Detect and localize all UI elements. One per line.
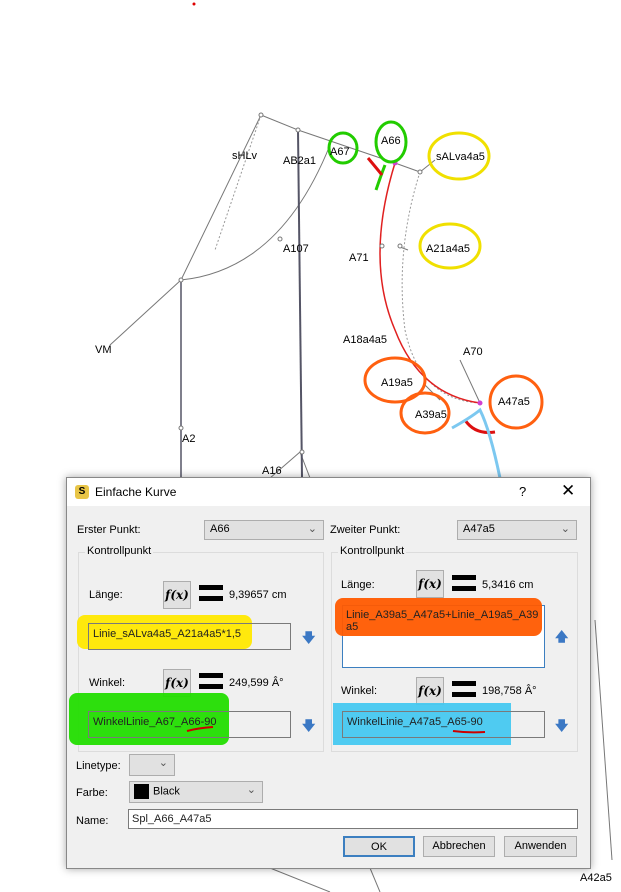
second-point-value: A47a5 bbox=[463, 523, 495, 535]
point-label: A70 bbox=[463, 346, 483, 358]
group-title: Kontrollpunkt bbox=[85, 545, 154, 557]
equals-icon bbox=[199, 673, 223, 689]
close-button[interactable]: ✕ bbox=[561, 481, 576, 500]
point-label: A67 bbox=[330, 146, 350, 158]
color-label: Farbe: bbox=[76, 787, 108, 799]
equals-icon bbox=[452, 575, 476, 591]
first-point-select[interactable]: A66 ⌄ bbox=[204, 520, 324, 540]
point-label: A18a4a5 bbox=[343, 334, 388, 346]
simple-curve-dialog: S Einfache Kurve ? ✕ Erster Punkt: A66⌄ … bbox=[66, 477, 591, 869]
equals-icon bbox=[452, 681, 476, 697]
first-point-value: A66 bbox=[210, 523, 230, 535]
app-logo-icon: S bbox=[75, 485, 89, 499]
chevron-down-icon: ⌄ bbox=[158, 757, 168, 769]
length-formula-wizard-button[interactable]: f(x) bbox=[416, 570, 444, 598]
point-label: A2 bbox=[182, 433, 196, 445]
point-label: sALva4a5 bbox=[436, 151, 485, 163]
color-value: Black bbox=[153, 785, 180, 798]
point-label: sHLv bbox=[232, 150, 258, 162]
point-label: A66 bbox=[381, 135, 401, 147]
dialog-titlebar: S Einfache Kurve ? ✕ bbox=[67, 478, 590, 506]
point-label: A71 bbox=[349, 252, 369, 264]
chevron-down-icon: ⌄ bbox=[307, 523, 317, 535]
point-label: A47a5 bbox=[498, 396, 530, 408]
expand-arrow-down-icon[interactable]: 🡇 bbox=[302, 718, 316, 733]
point-label: A19a5 bbox=[381, 377, 413, 389]
help-button[interactable]: ? bbox=[519, 484, 527, 499]
length-formula-wizard-button[interactable]: f(x) bbox=[163, 581, 191, 609]
expand-arrow-down-icon[interactable]: 🡇 bbox=[302, 630, 316, 645]
length-formula-input[interactable]: Linie_sALva4a5_A21a4a5*1,5 bbox=[88, 623, 291, 650]
chevron-down-icon: ⌄ bbox=[560, 523, 570, 535]
length-label: Länge: bbox=[341, 579, 375, 591]
right-control-point-group: Kontrollpunkt Länge: f(x) 5,3416 cm Lini… bbox=[331, 545, 578, 752]
angle-formula-wizard-button[interactable]: f(x) bbox=[416, 677, 444, 705]
length-formula-text: Linie_A39a5_A47a5+Linie_A19a5_A39a5 bbox=[346, 609, 539, 633]
group-title: Kontrollpunkt bbox=[338, 545, 407, 557]
point-label: VM bbox=[95, 344, 112, 356]
point-label: A21a4a5 bbox=[426, 243, 471, 255]
length-label: Länge: bbox=[89, 589, 123, 601]
name-input[interactable]: Spl_A66_A47a5 bbox=[128, 809, 578, 829]
point-label: A16 bbox=[262, 465, 282, 477]
angle-formula-wizard-button[interactable]: f(x) bbox=[163, 669, 191, 697]
collapse-arrow-up-icon[interactable]: 🡅 bbox=[555, 629, 569, 644]
length-value: 9,39657 cm bbox=[229, 589, 287, 601]
first-point-label: Erster Punkt: bbox=[77, 524, 141, 536]
angle-value: 249,599 Â° bbox=[229, 677, 284, 689]
color-swatch bbox=[134, 784, 149, 799]
angle-value: 198,758 Â° bbox=[482, 685, 537, 697]
second-point-label: Zweiter Punkt: bbox=[330, 524, 401, 536]
angle-label: Winkel: bbox=[341, 685, 378, 697]
dialog-title: Einfache Kurve bbox=[95, 485, 177, 499]
ok-button[interactable]: OK bbox=[343, 836, 415, 857]
apply-button[interactable]: Anwenden bbox=[504, 836, 577, 857]
second-point-select[interactable]: A47a5 ⌄ bbox=[457, 520, 577, 540]
linetype-label: Linetype: bbox=[76, 760, 121, 772]
point-label: A107 bbox=[283, 243, 309, 255]
cancel-button[interactable]: Abbrechen bbox=[423, 836, 495, 857]
angle-label: Winkel: bbox=[89, 677, 126, 689]
point-label: A39a5 bbox=[415, 409, 447, 421]
point-label: AB2a1 bbox=[283, 155, 317, 167]
chevron-down-icon: ⌄ bbox=[246, 784, 256, 796]
equals-icon bbox=[199, 585, 223, 601]
linetype-select[interactable]: ⌄ bbox=[129, 754, 175, 776]
left-control-point-group: Kontrollpunkt Länge: f(x) 9,39657 cm Lin… bbox=[69, 545, 324, 752]
angle-formula-input[interactable]: WinkelLinie_A67_A66-90 bbox=[88, 711, 291, 738]
angle-formula-input[interactable]: WinkelLinie_A47a5_A65-90 bbox=[342, 711, 545, 738]
point-label: A42a5 bbox=[580, 872, 612, 884]
color-select[interactable]: Black ⌄ bbox=[129, 781, 263, 803]
name-label: Name: bbox=[76, 815, 109, 827]
length-value: 5,3416 cm bbox=[482, 579, 534, 591]
expand-arrow-down-icon[interactable]: 🡇 bbox=[555, 718, 569, 733]
